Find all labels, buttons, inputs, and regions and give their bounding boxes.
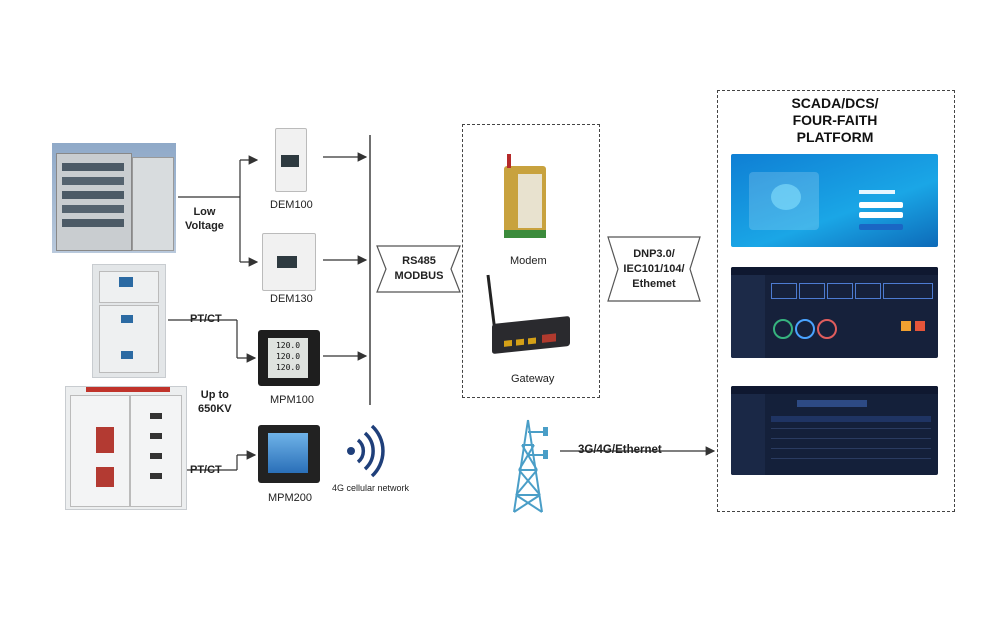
mpm100-reading-2: 120.0 [275, 352, 301, 361]
dem130-label: DEM130 [270, 293, 313, 305]
wan-label: 3G/4G/Ethernet [578, 444, 662, 456]
dem100-meter-image [275, 128, 307, 192]
platform-table-screenshot [731, 386, 938, 475]
mpm200-meter-image [258, 425, 320, 483]
medium-voltage-cabinet-photo [92, 264, 166, 378]
high-voltage-cabinet-photo [65, 386, 187, 510]
platform-login-screenshot [731, 154, 938, 247]
rs485-modbus-label: RS485 MODBUS [394, 255, 444, 282]
mpm100-label: MPM100 [270, 394, 315, 406]
low-voltage-cabinet-photo [52, 143, 176, 253]
mpm100-meter-image: 120.0 120.0 120.0 [258, 330, 320, 386]
mpm200-label: MPM200 [268, 492, 313, 504]
protocols-label: DNP3.0/ IEC101/104/ Ethemet [623, 248, 685, 290]
dem100-label: DEM100 [270, 199, 313, 211]
mpm100-reading-1: 120.0 [275, 341, 301, 350]
mpm100-reading-3: 120.0 [275, 363, 301, 372]
low-voltage-label: Low Voltage [185, 206, 224, 232]
pt-ct-label-upper: PT/CT [190, 313, 222, 325]
pt-ct-label-lower: PT/CT [190, 464, 222, 476]
platform-dashboard-screenshot [731, 267, 938, 358]
dem130-meter-image [262, 233, 316, 291]
modem-label: Modem [510, 255, 547, 267]
modem-image [504, 154, 546, 238]
gateway-label: Gateway [511, 373, 555, 385]
communication-devices-box [462, 124, 600, 398]
voltage-range-label: Up to 650KV [198, 389, 232, 415]
platform-box [717, 90, 955, 512]
platform-title: SCADA/DCS/ FOUR-FAITH PLATFORM [791, 95, 879, 145]
cellular-network-label: 4G cellular network [332, 483, 410, 493]
